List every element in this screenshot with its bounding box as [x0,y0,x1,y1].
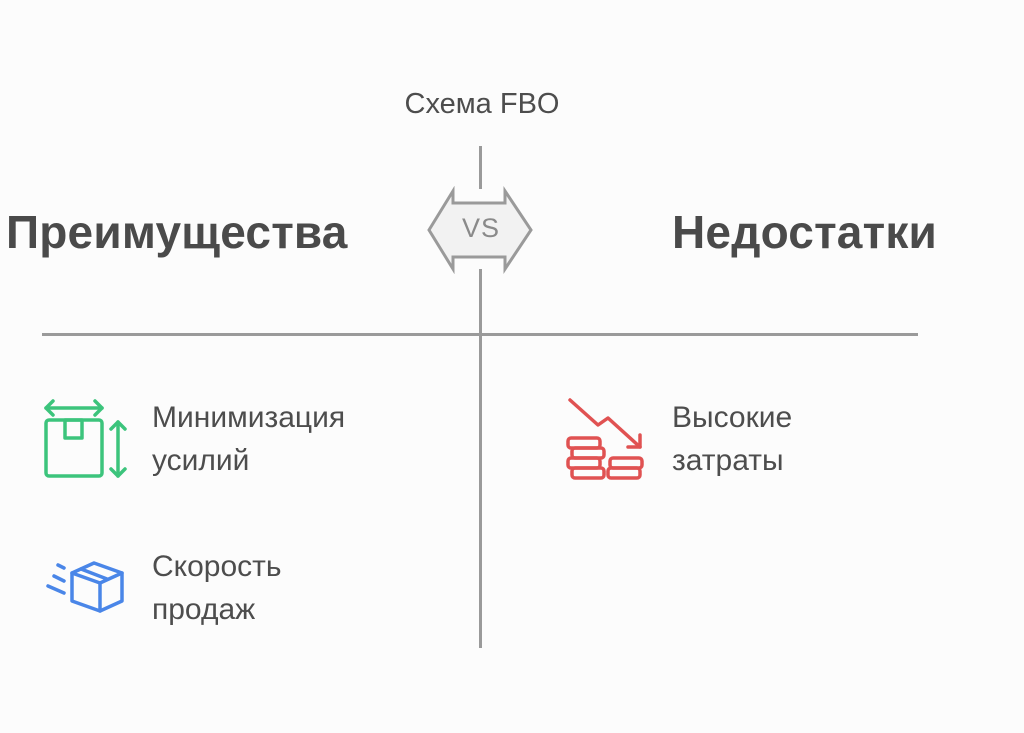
advantage-item-2-line1: Скорость [152,550,282,583]
vertical-divider-top [479,146,482,189]
disadvantage-item-1-line1: Высокие [672,401,793,434]
advantage-item-1: Минимизация усилий [152,396,345,482]
advantage-item-1-line1: Минимизация [152,401,346,434]
double-arrow-icon [427,185,533,275]
vs-badge: VS [426,185,536,275]
advantage-item-2: Скорость продаж [152,545,282,631]
fast-delivery-box-icon [44,553,128,619]
advantage-item-2-line2: продаж [152,593,256,626]
disadvantages-heading: Недостатки [672,206,938,258]
disadvantage-item-1: Высокие затраты [672,396,792,482]
disadvantage-item-1-line2: затраты [672,444,784,477]
box-dimensions-icon [40,396,130,486]
advantages-heading: Преимущества [6,206,348,258]
vertical-divider-bottom [479,269,482,648]
vs-label: VS [461,213,501,243]
advantage-item-1-line2: усилий [152,444,250,477]
horizontal-divider [42,333,918,336]
falling-coins-icon [562,395,652,485]
diagram-title: Схема FBO [404,88,560,120]
